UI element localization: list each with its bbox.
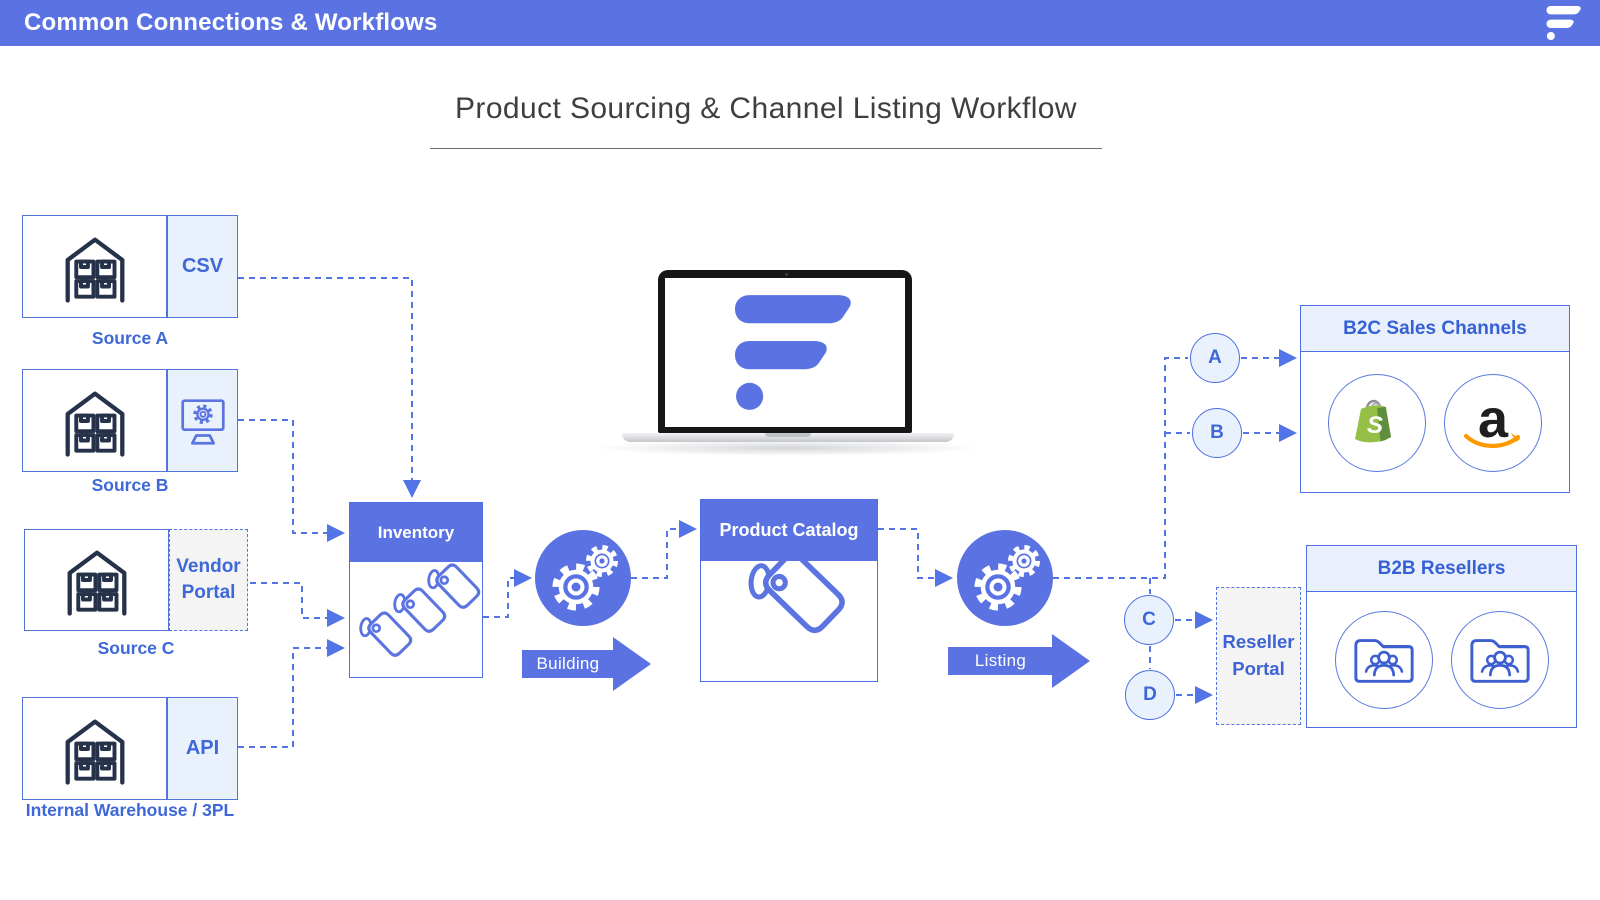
csv-label: CSV (181, 255, 224, 277)
shopify-glyph: S (1367, 412, 1383, 439)
warehouse-icon (56, 382, 134, 460)
building-process-circle (535, 530, 631, 626)
warehouse-icon (56, 710, 134, 788)
laptop-screen-content (665, 278, 905, 427)
b2c-sales-channels-box: B2C Sales Channels S a (1300, 305, 1570, 493)
source-a-box (22, 215, 167, 318)
laptop-base (622, 433, 954, 442)
reseller-account-1 (1334, 611, 1433, 709)
b2b-resellers-box: B2B Resellers (1306, 545, 1577, 728)
folder-people-icon (1469, 639, 1530, 683)
gears-icon (535, 530, 631, 626)
price-tags-icon (350, 553, 483, 666)
warehouse-icon (56, 228, 134, 306)
building-arrow: Building (522, 637, 651, 691)
source-c-vendor-portal-connector: Vendor Portal (169, 529, 248, 631)
internal-warehouse-box (22, 697, 167, 800)
internal-warehouse-api-connector: API (167, 697, 238, 800)
amazon-channel: a (1444, 373, 1542, 472)
laptop-camera-dot (785, 273, 788, 276)
flxpoint-logo-icon (1546, 6, 1582, 40)
source-b-box (22, 369, 167, 472)
gears-icon (957, 530, 1053, 626)
listing-arrow-label: Listing (948, 647, 1053, 675)
b2b-title: B2B Resellers (1307, 546, 1576, 592)
source-c-label: Source C (97, 638, 175, 658)
product-catalog-header: Product Catalog (701, 500, 877, 561)
source-b-label: Source B (91, 475, 169, 495)
source-c-box (24, 529, 169, 631)
b2c-title: B2C Sales Channels (1301, 306, 1569, 352)
amazon-a-glyph: a (1477, 389, 1509, 449)
node-b: B (1192, 408, 1242, 458)
source-b-integration-connector (167, 369, 238, 472)
inventory-header: Inventory (350, 503, 482, 562)
listing-arrow-head (1052, 634, 1090, 688)
monitor-gear-icon (180, 398, 225, 445)
product-catalog-box: Product Catalog (700, 499, 878, 682)
listing-process-circle (957, 530, 1053, 626)
node-d: D (1125, 670, 1175, 720)
flxpoint-logo-icon (735, 295, 851, 410)
node-c: C (1124, 595, 1174, 645)
source-a-csv-connector: CSV (167, 215, 238, 318)
page-title: Product Sourcing & Channel Listing Workf… (455, 92, 1077, 125)
reseller-portal-label: Reseller Portal (1222, 631, 1295, 679)
laptop (658, 270, 912, 433)
folder-people-icon (1353, 639, 1414, 683)
warehouse-icon (58, 541, 136, 619)
inventory-box: Inventory (349, 502, 483, 678)
title-underline (430, 148, 1102, 149)
building-arrow-label: Building (522, 650, 614, 678)
header-title: Common Connections & Workflows (24, 9, 438, 36)
internal-warehouse-label: Internal Warehouse / 3PL (25, 800, 235, 820)
amazon-smile-icon (1463, 433, 1521, 448)
shopify-icon: S (1355, 399, 1391, 442)
price-tag-icon (701, 561, 876, 680)
laptop-shadow (592, 440, 984, 456)
node-a: A (1190, 333, 1240, 383)
header-bar: Common Connections & Workflows (0, 0, 1600, 46)
api-label: API (185, 737, 220, 759)
building-arrow-head (613, 637, 651, 691)
shopify-channel: S (1328, 373, 1426, 472)
vendor-portal-label: Vendor Portal (176, 556, 241, 603)
reseller-account-2 (1450, 611, 1549, 709)
source-a-label: Source A (91, 328, 169, 348)
reseller-portal-box: Reseller Portal (1216, 587, 1301, 725)
listing-arrow: Listing (948, 634, 1090, 688)
